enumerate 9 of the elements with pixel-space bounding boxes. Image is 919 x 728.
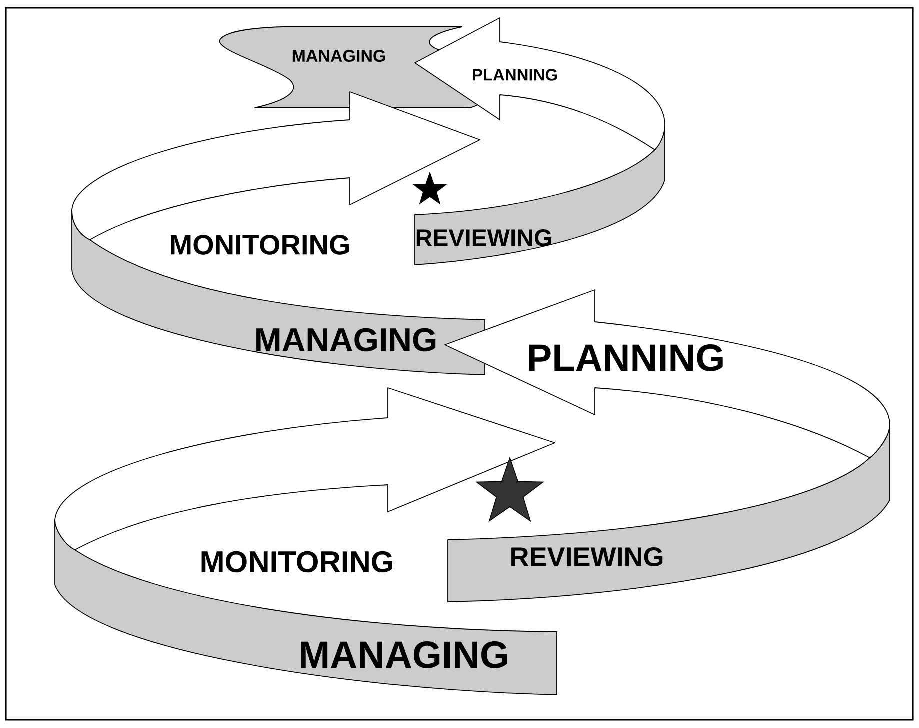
label: REVIEWING (512, 547, 663, 567)
label: MANAGING (300, 642, 508, 668)
label: PLANNING (473, 69, 558, 81)
label: MANAGING (292, 50, 386, 62)
label: REVIEWING (416, 230, 552, 246)
label: MANAGING (256, 328, 436, 352)
label: MONITORING (171, 235, 350, 255)
label: MONITORING (202, 551, 392, 573)
label: PLANNING (529, 344, 723, 372)
